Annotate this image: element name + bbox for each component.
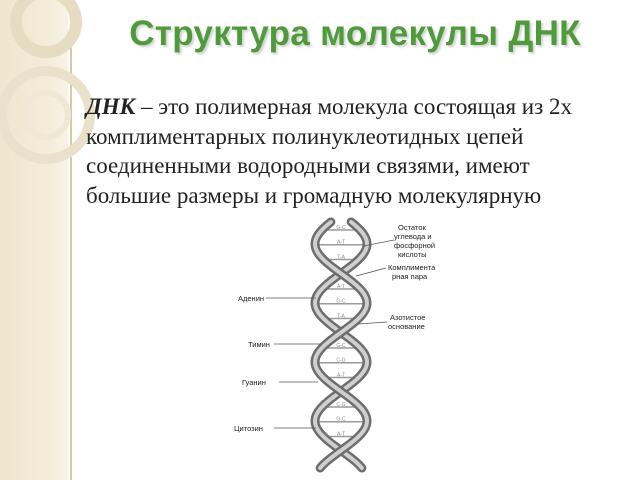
label-complementary-pair-1: Комплимента xyxy=(388,263,436,272)
base-pair-label: G-C xyxy=(336,225,346,231)
base-pair-label: G-C xyxy=(336,417,346,423)
label-leaders xyxy=(266,239,395,429)
base-pair-label: C-G xyxy=(336,402,345,408)
label-thymine: Тимин xyxy=(248,340,270,349)
label-nitrogen-base-2: основание xyxy=(388,322,425,331)
base-pair-label: T-A xyxy=(337,254,345,260)
definition-term: ДНК xyxy=(86,94,136,119)
dna-double-helix-diagram: G-CA-TT-AC-GA-TG-CT-AA-TG-CC-GA-TT-AC-GG… xyxy=(224,210,464,478)
label-complementary-pair-2: рная пара xyxy=(392,272,428,281)
decorative-circles xyxy=(0,0,95,164)
definition-paragraph: ДНК – это полимерная молекула состоящая … xyxy=(86,92,606,210)
label-sugar-phosphate-2: углевода и xyxy=(394,232,432,241)
label-guanine: Гуанин xyxy=(242,378,266,387)
base-pair-label: G-C xyxy=(336,343,346,349)
base-pair-label: A-T xyxy=(337,284,345,290)
diagram-labels: Аденин Тимин Гуанин Цитозин Остаток угле… xyxy=(234,223,436,433)
helix-strand-highlight-1 xyxy=(313,220,370,470)
decorative-side-band xyxy=(0,0,68,480)
helix-strands xyxy=(310,217,372,473)
label-sugar-phosphate-4: кислоты xyxy=(398,250,427,259)
label-nitrogen-base-1: Азотистое xyxy=(390,313,425,322)
base-pair-label: A-T xyxy=(337,240,345,246)
base-pair-label: T-A xyxy=(337,313,345,319)
base-pair-label: G-C xyxy=(336,299,346,305)
label-sugar-phosphate-3: фосфорной xyxy=(394,241,435,250)
base-pair-label: A-T xyxy=(337,372,345,378)
decorative-side-rule xyxy=(70,0,72,480)
definition-text: – это полимерная молекула состоящая из 2… xyxy=(86,94,572,208)
label-sugar-phosphate-1: Остаток xyxy=(398,223,426,232)
helix-strand-highlight-2 xyxy=(312,220,369,470)
label-adenine: Аденин xyxy=(238,294,264,303)
slide-title: Структура молекулы ДНК xyxy=(129,14,581,53)
base-pair-label: A-T xyxy=(337,431,345,437)
label-cytosine: Цитозин xyxy=(234,424,263,433)
base-pair-label: C-G xyxy=(336,358,345,364)
